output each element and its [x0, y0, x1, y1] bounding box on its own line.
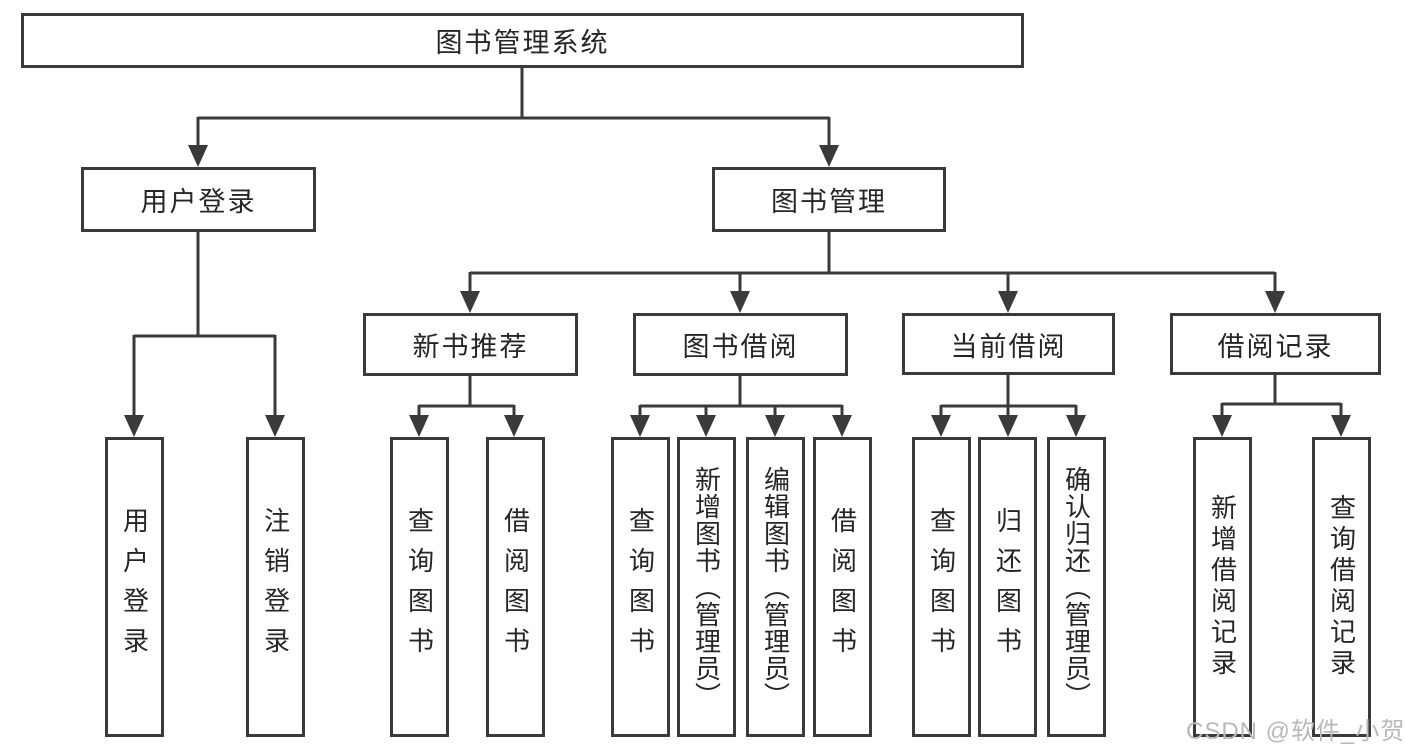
arrowhead	[998, 291, 1018, 313]
arrowhead	[1212, 415, 1232, 437]
arrowhead	[504, 415, 524, 437]
arrowhead	[819, 145, 839, 167]
arrowhead	[1331, 415, 1351, 437]
leaf-query-book-current: 查询图书	[912, 437, 971, 737]
arrowhead	[1265, 291, 1285, 313]
arrowhead	[998, 415, 1018, 437]
connector-root-to-level2	[188, 68, 839, 167]
leaf-return-book: 归还图书	[978, 437, 1037, 737]
watermark-text: CSDN @软件_小贺同学	[1186, 718, 1405, 745]
leaf-query-borrow-record: 查询借阅记录	[1312, 437, 1371, 737]
arrowhead	[630, 415, 650, 437]
arrowhead	[931, 415, 951, 437]
node-book-management: 图书管理	[712, 167, 946, 232]
arrowhead	[409, 415, 429, 437]
node-root: 图书管理系统	[21, 13, 1024, 68]
arrowhead	[265, 415, 285, 437]
leaf-query-book-recommend: 查询图书	[390, 437, 449, 737]
arrowhead	[124, 415, 144, 437]
node-current-borrow: 当前借阅	[902, 313, 1115, 375]
connector-user-login-to-leaves	[124, 232, 285, 437]
leaf-borrow-book: 借阅图书	[813, 437, 872, 737]
node-borrow-records: 借阅记录	[1170, 313, 1381, 375]
arrowhead	[460, 291, 480, 313]
leaf-add-book-admin: 新增图书（管理员）	[677, 437, 736, 737]
connector-current-borrow-to-leaves	[931, 374, 1086, 437]
leaf-add-borrow-record: 新增借阅记录	[1193, 437, 1252, 737]
node-book-borrow: 图书借阅	[633, 313, 848, 376]
arrowhead	[730, 291, 750, 313]
arrowhead	[696, 415, 716, 437]
node-new-book-recommend: 新书推荐	[363, 313, 578, 376]
connector-new-book-recommend-to-leaves	[409, 375, 524, 437]
node-user-login: 用户登录	[81, 167, 316, 232]
leaf-confirm-return-admin: 确认归还（管理员）	[1047, 437, 1106, 737]
arrowhead	[765, 415, 785, 437]
arrowhead	[188, 145, 208, 167]
connector-book-borrow-to-leaves	[630, 375, 852, 437]
arrowhead	[1066, 415, 1086, 437]
connector-borrow-records-to-leaves	[1212, 374, 1351, 437]
leaf-user-login: 用户登录	[105, 437, 164, 737]
leaf-logout: 注销登录	[246, 437, 305, 737]
leaf-borrow-book-recommend: 借阅图书	[486, 437, 545, 737]
arrowhead	[832, 415, 852, 437]
leaf-edit-book-admin: 编辑图书（管理员）	[746, 437, 805, 737]
leaf-query-book-borrow: 查询图书	[611, 437, 670, 737]
connector-book-management-to-level3	[460, 232, 1285, 313]
